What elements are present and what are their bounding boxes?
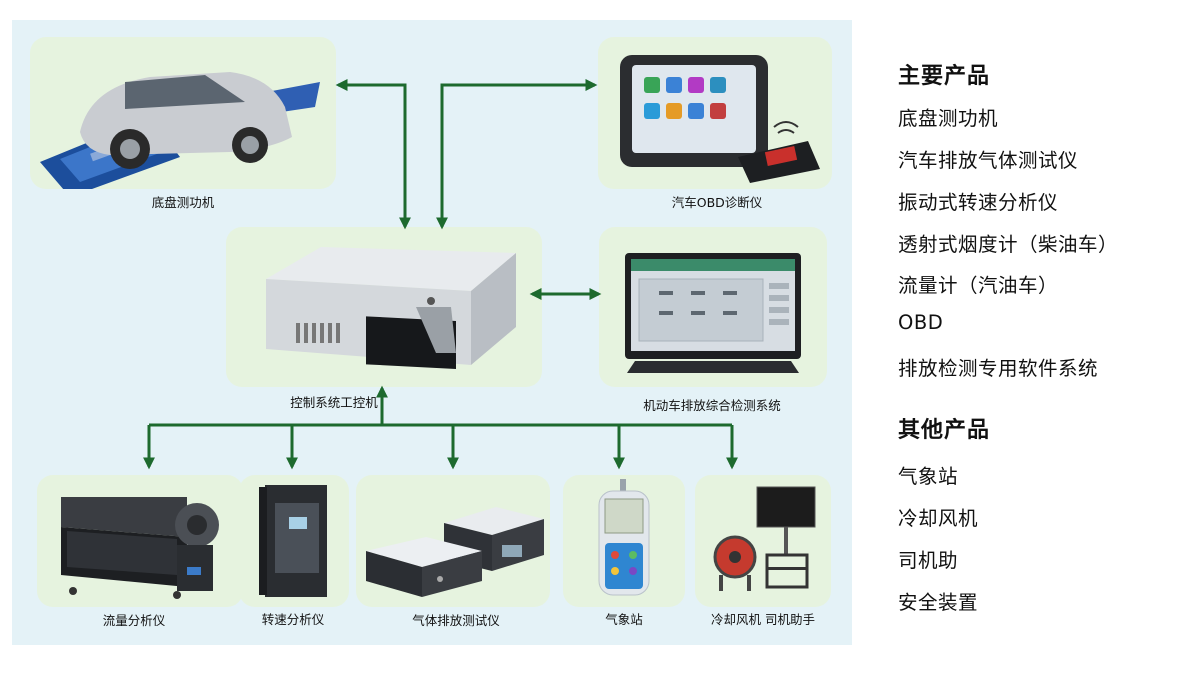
other-products-title: 其他产品: [898, 418, 991, 443]
caption-detection-software: 机动车排放综合检测系统: [643, 398, 781, 413]
link-obd-control-pc: [436, 79, 598, 230]
car-on-dyno-image: [40, 72, 320, 189]
card-obd-scanner: [598, 37, 832, 189]
main-products-title: 主要产品: [898, 64, 991, 89]
caption-weather-station: 气象站: [605, 612, 643, 627]
other-product-item: 安全装置: [898, 591, 979, 614]
card-gas-analyzer: [356, 475, 550, 607]
main-product-item: 汽车排放气体测试仪: [898, 149, 1079, 172]
flow-analyzer-image: [61, 497, 219, 599]
card-chassis-dyno: [30, 37, 336, 189]
other-product-item: 气象站: [898, 465, 959, 488]
card-cooling-fan-driver-aid: [695, 475, 831, 607]
card-weather-station: [563, 475, 685, 607]
caption-control-pc: 控制系统工控机: [290, 395, 378, 410]
card-control-pc: [226, 227, 542, 387]
cooling-fan-driver-aid-image: [713, 486, 816, 591]
other-product-item: 冷却风机: [898, 507, 979, 530]
card-flow-analyzer: [37, 475, 243, 607]
main-product-item: 振动式转速分析仪: [898, 191, 1059, 214]
main-product-item: 流量计（汽油车）: [898, 274, 1059, 297]
monitor-software-image: [625, 253, 801, 373]
industrial-pc-image: [266, 247, 516, 370]
caption-rpm-analyzer: 转速分析仪: [261, 612, 325, 627]
main-product-item: 底盘测功机: [898, 107, 999, 130]
caption-cooling-fan-driver-aid: 冷却风机 司机助手: [711, 612, 815, 627]
caption-chassis-dyno: 底盘测功机: [151, 195, 215, 210]
gas-analyzer-image: [366, 507, 544, 597]
card-rpm-analyzer: [239, 475, 349, 607]
main-product-item: 透射式烟度计（柴油车）: [898, 233, 1119, 256]
obd-scanner-image: [620, 55, 820, 183]
system-diagram: 底盘测功机 汽车OBD诊断仪: [12, 20, 852, 645]
caption-flow-analyzer: 流量分析仪: [102, 613, 166, 628]
card-detection-software: [599, 227, 827, 387]
caption-obd-scanner: 汽车OBD诊断仪: [671, 195, 763, 210]
main-product-item: OBD: [898, 311, 944, 334]
caption-gas-analyzer: 气体排放测试仪: [412, 613, 500, 628]
link-chassis-dyno-control-pc: [335, 79, 411, 230]
main-product-item: 排放检测专用软件系统: [898, 357, 1099, 380]
other-product-item: 司机助: [898, 549, 959, 572]
rpm-analyzer-image: [259, 485, 327, 597]
weather-station-image: [598, 479, 650, 596]
